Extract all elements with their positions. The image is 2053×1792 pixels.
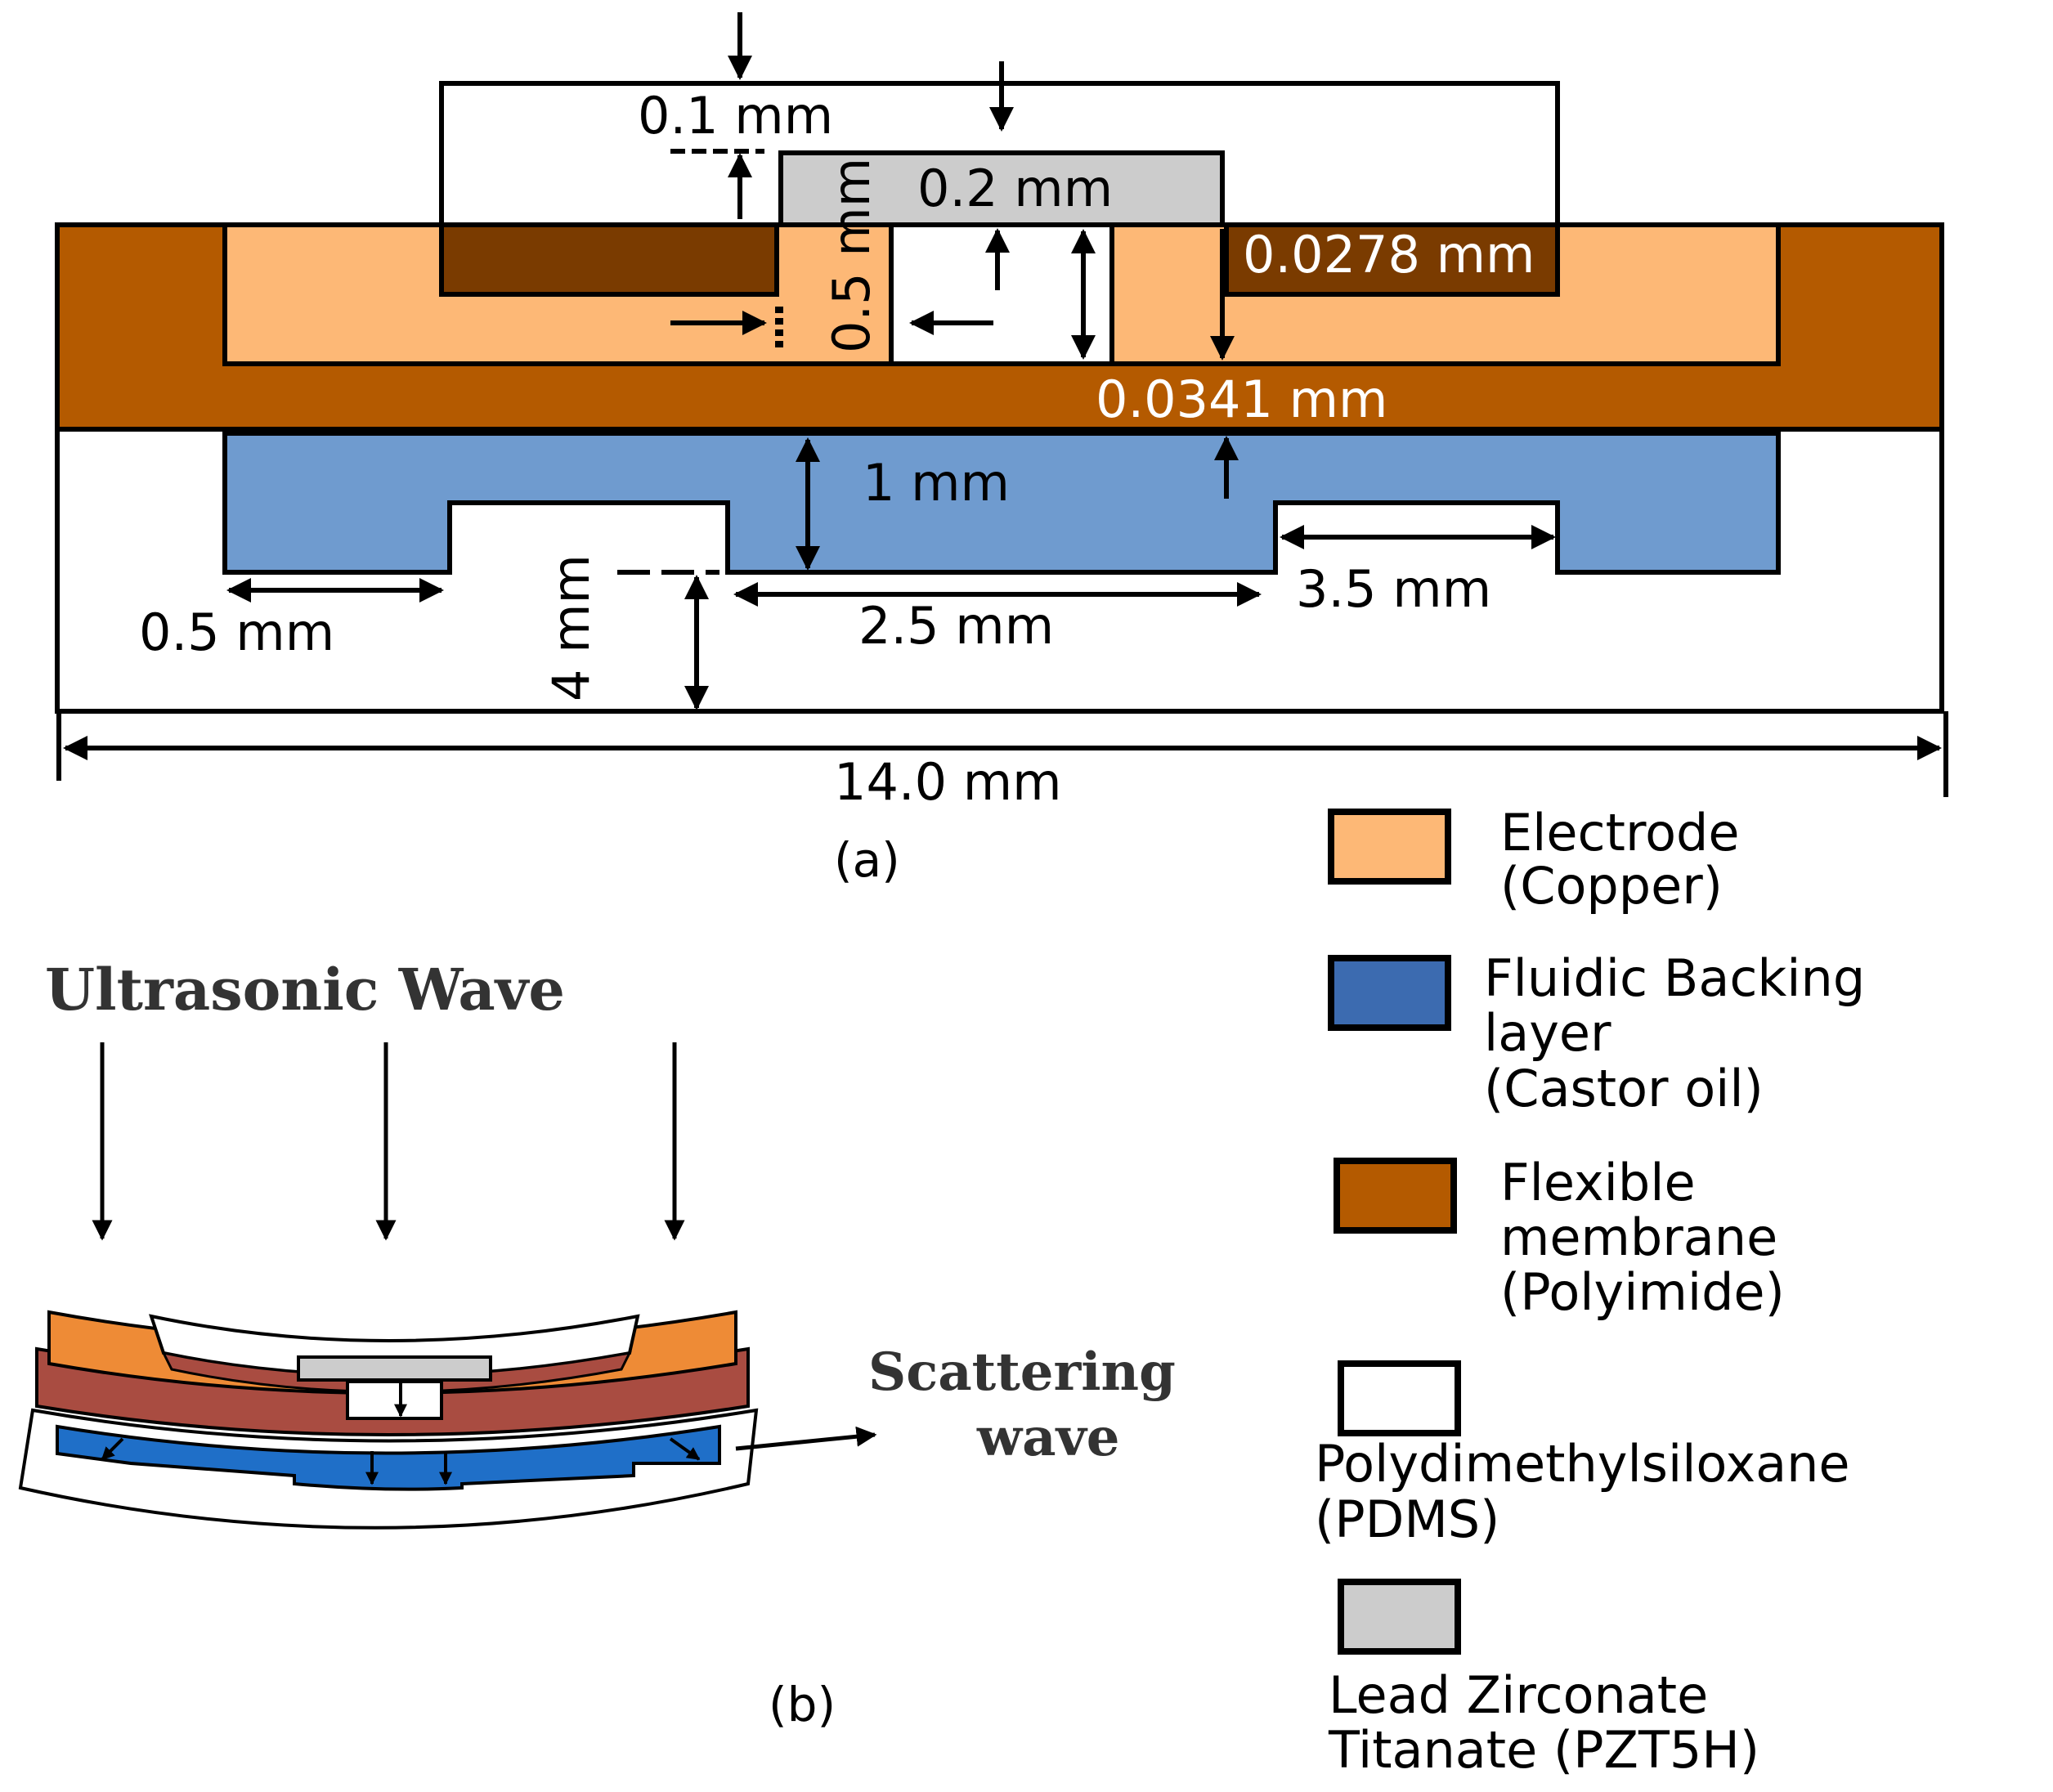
legend-electrode-line1: Electrode — [1500, 803, 1740, 862]
caption-a: (a) — [834, 832, 900, 888]
center-cavity — [889, 222, 1114, 366]
legend: Electrode (Copper) Fluidic Backing layer… — [1315, 803, 1865, 1780]
legend-membrane-line2: membrane — [1500, 1207, 1777, 1267]
legend-backing-line1: Fluidic Backing — [1484, 948, 1865, 1008]
pzt-swatch-icon — [1338, 1579, 1461, 1655]
ultrasonic-wave-title: Ultrasonic Wave — [45, 956, 565, 1024]
dim-1mm: 1 mm — [863, 453, 1010, 513]
panel-b-curved-transducer: Ultrasonic Wave Scattering — [18, 956, 1176, 1732]
curved-castor-oil — [56, 1424, 721, 1491]
curved-pzt — [297, 1355, 492, 1382]
dim-0-2mm: 0.2 mm — [917, 159, 1113, 218]
panel-a-cross-section: 0.1 mm 0.2 mm 0.5 mm 0.0278 mm 0.0341 mm… — [55, 12, 1948, 888]
dim-0-5mm-horizontal: 0.5 mm — [139, 603, 334, 662]
dim-4mm: 4 mm — [541, 554, 601, 701]
legend-pdms-line1: Polydimethylsiloxane — [1315, 1434, 1850, 1494]
dim-14mm: 14.0 mm — [834, 752, 1062, 812]
polyimide-dark-left — [439, 222, 779, 297]
caption-b: (b) — [769, 1677, 836, 1732]
dim-3-5mm: 3.5 mm — [1296, 559, 1491, 619]
dim-0-1mm: 0.1 mm — [638, 86, 833, 146]
legend-membrane-line3: (Polyimide) — [1500, 1262, 1785, 1322]
legend-membrane-line1: Flexible — [1500, 1153, 1696, 1212]
polyimide-swatch-icon — [1334, 1158, 1457, 1234]
copper-swatch-icon — [1328, 809, 1451, 885]
legend-pzt-line1: Lead Zirconate — [1329, 1665, 1708, 1725]
dim-2-5mm: 2.5 mm — [858, 596, 1054, 656]
castor-oil-swatch-icon — [1328, 955, 1451, 1031]
dim-0-5mm-vertical: 0.5 mm — [822, 158, 881, 353]
dimension-arrows — [56, 12, 1948, 797]
legend-pzt-line2: Titanate (PZT5H) — [1328, 1720, 1759, 1780]
polyimide-dark-right — [1224, 222, 1560, 297]
pzt-element — [778, 150, 1225, 227]
dim-0-0341mm: 0.0341 mm — [1096, 370, 1387, 429]
curved-cavity — [346, 1380, 443, 1420]
legend-backing-line3: (Castor oil) — [1484, 1059, 1764, 1118]
legend-backing-line2: layer — [1484, 1003, 1611, 1063]
legend-electrode-line2: (Copper) — [1500, 856, 1723, 916]
wave-label: wave — [976, 1407, 1119, 1468]
pdms-swatch-icon — [1338, 1360, 1461, 1436]
legend-pdms-line2: (PDMS) — [1315, 1490, 1499, 1549]
castor-oil-backing — [222, 431, 1781, 575]
dim-0-0278mm: 0.0278 mm — [1243, 225, 1535, 284]
scattering-label: Scattering — [868, 1342, 1176, 1403]
scatter-arrow — [735, 1426, 877, 1451]
